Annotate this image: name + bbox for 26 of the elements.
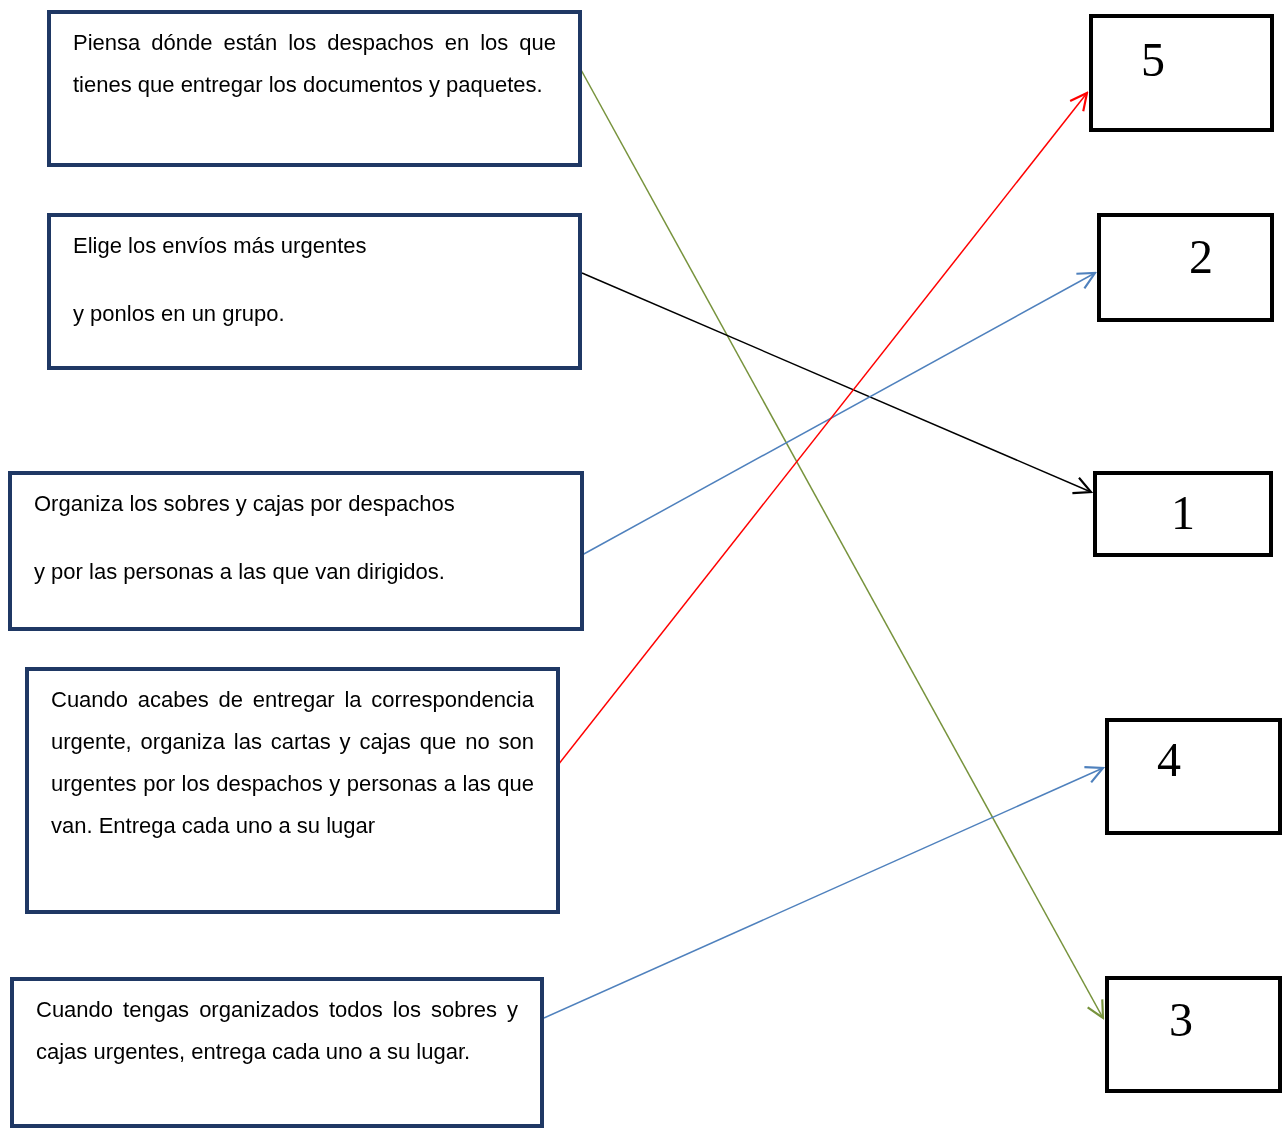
number-box — [1089, 14, 1274, 132]
arrow — [581, 272, 1093, 495]
step-text: Piensa dónde están los despachos en los que tienes que entregar los documentos y paquetes. — [73, 29, 556, 99]
step-box — [10, 977, 544, 1128]
step-number: 1 — [1171, 485, 1195, 540]
arrow — [557, 91, 1089, 766]
step-text: Cuando acabes de entregar la correspondencia urgente, organiza las cartas y cajas que no son urgentes por los despachos y personas a las que van. Entrega cada uno a su lugar — [51, 686, 534, 840]
step-box — [8, 471, 584, 631]
step-number: 2 — [1189, 229, 1213, 284]
step-number: 5 — [1141, 32, 1165, 87]
step-text: Cuando tengas organizados todos los sobres y cajas urgentes, entrega cada uno a su lugar. — [36, 996, 518, 1066]
step-box — [47, 213, 582, 370]
arrow — [543, 766, 1105, 1019]
step-box — [25, 667, 560, 914]
step-text: y ponlos en un grupo. — [73, 300, 286, 328]
number-box — [1097, 213, 1274, 322]
step-text: Organiza los sobres y cajas por despachos — [34, 490, 456, 518]
number-box — [1105, 718, 1282, 835]
step-number: 4 — [1157, 732, 1181, 787]
step-text: Elige los envíos más urgentes — [73, 232, 368, 260]
number-box — [1105, 976, 1282, 1093]
number-box — [1093, 471, 1273, 557]
step-text: y por las personas a las que van dirigidos. — [34, 558, 446, 586]
arrow — [581, 271, 1097, 556]
step-number: 3 — [1169, 992, 1193, 1047]
step-box — [47, 10, 582, 167]
